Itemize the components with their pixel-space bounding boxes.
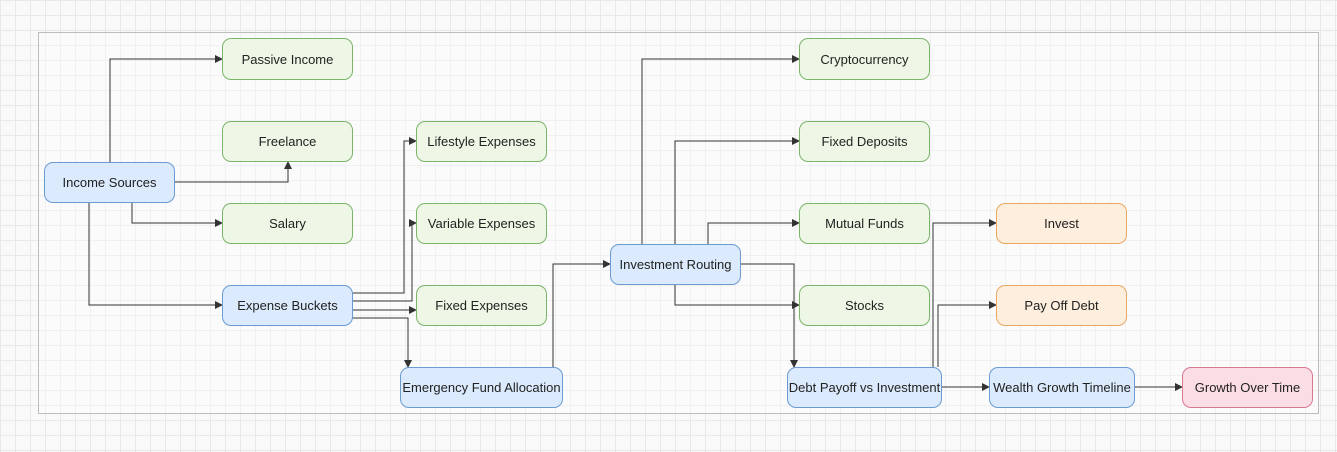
node-invest[interactable]: Invest — [996, 203, 1127, 244]
edge-income-to-freelance — [174, 161, 292, 183]
node-lifestyle-expenses[interactable]: Lifestyle Expenses — [416, 121, 547, 162]
edge-investment-to-stocks — [674, 285, 800, 309]
edge-expense-to-lifestyle — [352, 137, 417, 294]
edge-investment-to-crypto — [641, 55, 800, 244]
node-growth-over-time[interactable]: Growth Over Time — [1182, 367, 1313, 408]
edge-income-to-expense — [88, 203, 223, 309]
node-emergency-fund[interactable]: Emergency Fund Allocation — [400, 367, 563, 408]
node-fixed-expenses[interactable]: Fixed Expenses — [416, 285, 547, 326]
edge-expense-to-variable — [352, 219, 417, 302]
node-cryptocurrency[interactable]: Cryptocurrency — [799, 38, 930, 80]
node-pay-off-debt[interactable]: Pay Off Debt — [996, 285, 1127, 326]
edge-emergency-to-investment — [552, 260, 611, 367]
edge-debt-to-invest — [932, 219, 997, 367]
edge-income-to-salary — [131, 203, 223, 227]
node-stocks[interactable]: Stocks — [799, 285, 930, 326]
node-income-sources[interactable]: Income Sources — [44, 162, 175, 203]
edge-income-to-passive — [109, 55, 223, 162]
node-fixed-deposits[interactable]: Fixed Deposits — [799, 121, 930, 162]
node-mutual-funds[interactable]: Mutual Funds — [799, 203, 930, 244]
node-freelance[interactable]: Freelance — [222, 121, 353, 162]
node-passive-income[interactable]: Passive Income — [222, 38, 353, 80]
node-variable-expenses[interactable]: Variable Expenses — [416, 203, 547, 244]
node-debt-vs-investment[interactable]: Debt Payoff vs Investment — [787, 367, 942, 408]
edge-investment-to-debt — [740, 263, 798, 368]
edge-expense-to-emergency — [352, 317, 412, 368]
node-investment-routing[interactable]: Investment Routing — [610, 244, 741, 285]
edge-debt-to-payoff — [937, 301, 997, 367]
edge-investment-to-mutual — [707, 219, 800, 244]
node-expense-buckets[interactable]: Expense Buckets — [222, 285, 353, 326]
node-wealth-growth-timeline[interactable]: Wealth Growth Timeline — [989, 367, 1135, 408]
edge-investment-to-deposits — [674, 137, 800, 244]
node-salary[interactable]: Salary — [222, 203, 353, 244]
